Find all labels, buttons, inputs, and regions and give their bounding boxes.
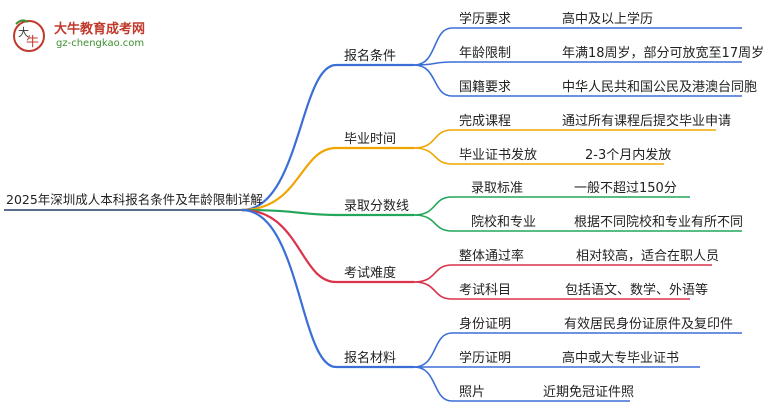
branch-to-leaf-connector: [413, 147, 453, 165]
leaf-value: 一般不超过150分: [574, 181, 677, 196]
svg-text:大: 大: [18, 25, 29, 39]
leaf-key: 年龄限制: [459, 46, 512, 61]
root-to-branch-connector: [241, 208, 337, 217]
leaf-value: 根据不同院校和专业有所不同: [574, 215, 744, 230]
root-to-branch-connector: [241, 208, 337, 369]
leaf-key: 学历证明: [459, 351, 512, 366]
logo-mark-icon: 大 牛: [13, 19, 45, 52]
leaf-value: 近期免冠证件照: [543, 385, 635, 400]
branch-to-leaf-connector: [413, 196, 453, 216]
leaf-key: 身份证明: [459, 317, 512, 332]
root-to-branch-connector: [241, 146, 337, 212]
branch-to-leaf-connector: [413, 281, 453, 300]
leaf-key: 院校和专业: [471, 215, 537, 230]
leaf-key: 学历要求: [459, 12, 512, 27]
branch-to-leaf-connector: [413, 129, 453, 149]
leaf-value: 通过所有课程后提交毕业申请: [562, 114, 732, 129]
leaf-key: 毕业证书发放: [459, 148, 538, 163]
leaf-key: 完成课程: [459, 114, 512, 129]
branch-to-leaf-connector: [413, 214, 453, 232]
leaf-key: 整体通过率: [459, 249, 525, 264]
leaf-value: 有效居民身份证原件及复印件: [564, 317, 734, 332]
branch-to-leaf-connector: [413, 64, 453, 97]
leaf-value: 中华人民共和国公民及港澳台同胞: [562, 80, 758, 95]
leaf-value: 相对较高，适合在职人员: [576, 249, 720, 264]
leaf-value: 高中及以上学历: [562, 12, 654, 27]
leaf-key: 考试科目: [459, 283, 512, 298]
leaf-value: 年满18周岁，部分可放宽至17周岁: [562, 46, 764, 61]
leaf-value: 高中或大专毕业证书: [562, 351, 680, 366]
logo-title: 大牛教育成考网: [54, 22, 146, 37]
branch-label-registration: 报名条件: [344, 49, 397, 64]
leaf-key: 录取标准: [471, 181, 524, 196]
leaf-value: 2-3个月内发放: [585, 148, 672, 163]
branch-label-admission-score: 录取分数线: [344, 199, 410, 214]
leaf-value: 包括语文、数学、外语等: [565, 283, 709, 298]
branch-label-materials: 报名材料: [344, 351, 397, 366]
branch-to-leaf-connector: [413, 332, 453, 368]
branch-to-leaf-connector: [413, 27, 453, 66]
branch-to-leaf-connector: [413, 264, 453, 283]
root-node-label: 2025年深圳成人本科报名条件及年龄限制详解: [6, 192, 263, 207]
root-to-branch-connector: [241, 208, 337, 284]
svg-text:牛: 牛: [26, 35, 39, 50]
leaf-key: 国籍要求: [459, 80, 512, 95]
leaf-key: 照片: [459, 385, 486, 400]
branch-to-leaf-connector: [413, 366, 453, 402]
logo-url: gz-chengkao.com: [56, 38, 145, 49]
site-logo[interactable]: 大 牛 大牛教育成考网 gz-chengkao.com: [6, 14, 166, 56]
branch-label-graduation: 毕业时间: [344, 132, 397, 147]
branch-label-exam-difficulty: 考试难度: [344, 266, 397, 281]
root-to-branch-connector: [241, 63, 337, 212]
